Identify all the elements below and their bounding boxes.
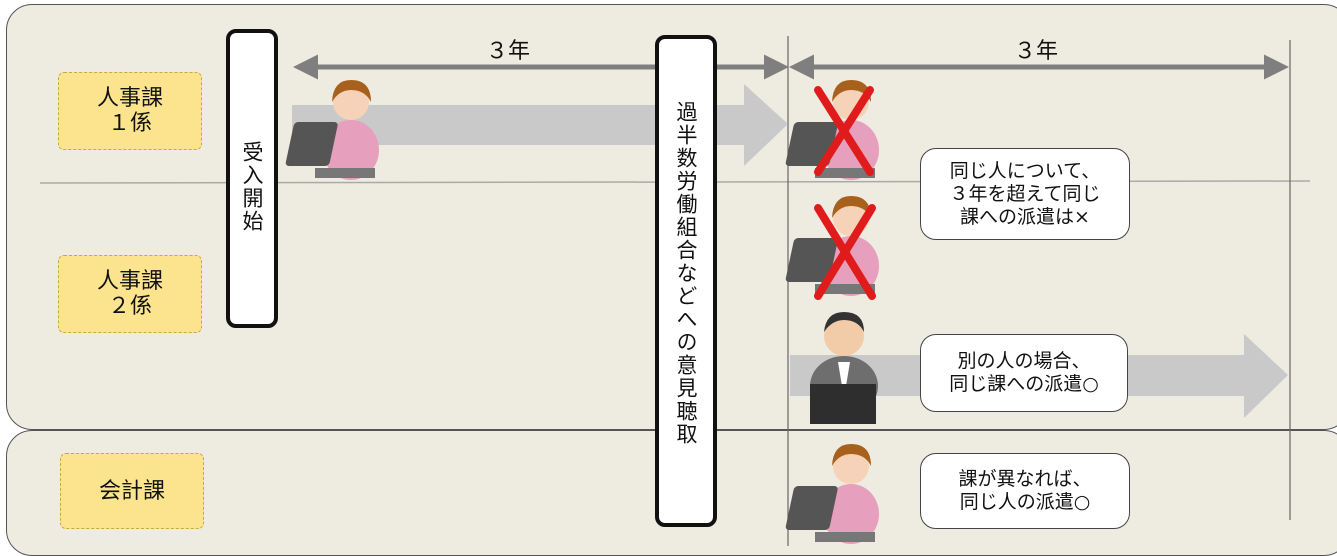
- hearing-box-text: 過半数労働組合などへの意見聴取: [674, 101, 698, 446]
- start-box: 受入開始: [226, 29, 278, 328]
- dept-label-jinji-2: 人事課 ２係: [58, 255, 202, 333]
- dept-label-kaikei: 会計課: [60, 453, 204, 529]
- note-other-person: 別の人の場合、 同じ課への派遣○: [920, 334, 1128, 412]
- hearing-box: 過半数労働組合などへの意見聴取: [655, 35, 717, 527]
- dept-label-jinji-1: 人事課 １係: [58, 72, 202, 150]
- woman-at-laptop-icon: [785, 444, 879, 544]
- period-label-first: ３年: [486, 39, 531, 64]
- note-other-dept: 課が異なれば、 同じ人の派遣○: [920, 453, 1130, 529]
- note-same-person: 同じ人について、 ３年を超えて同じ 課への派遣は×: [920, 148, 1130, 240]
- woman-at-laptop-icon: [285, 80, 379, 180]
- red-x-icon: [814, 204, 876, 300]
- start-box-text: 受入開始: [240, 141, 264, 233]
- period-label-second: ３年: [1014, 39, 1059, 64]
- red-x-icon: [814, 86, 874, 176]
- man-at-laptop-icon: [810, 312, 878, 424]
- flow-arrow-first-period: [292, 84, 788, 166]
